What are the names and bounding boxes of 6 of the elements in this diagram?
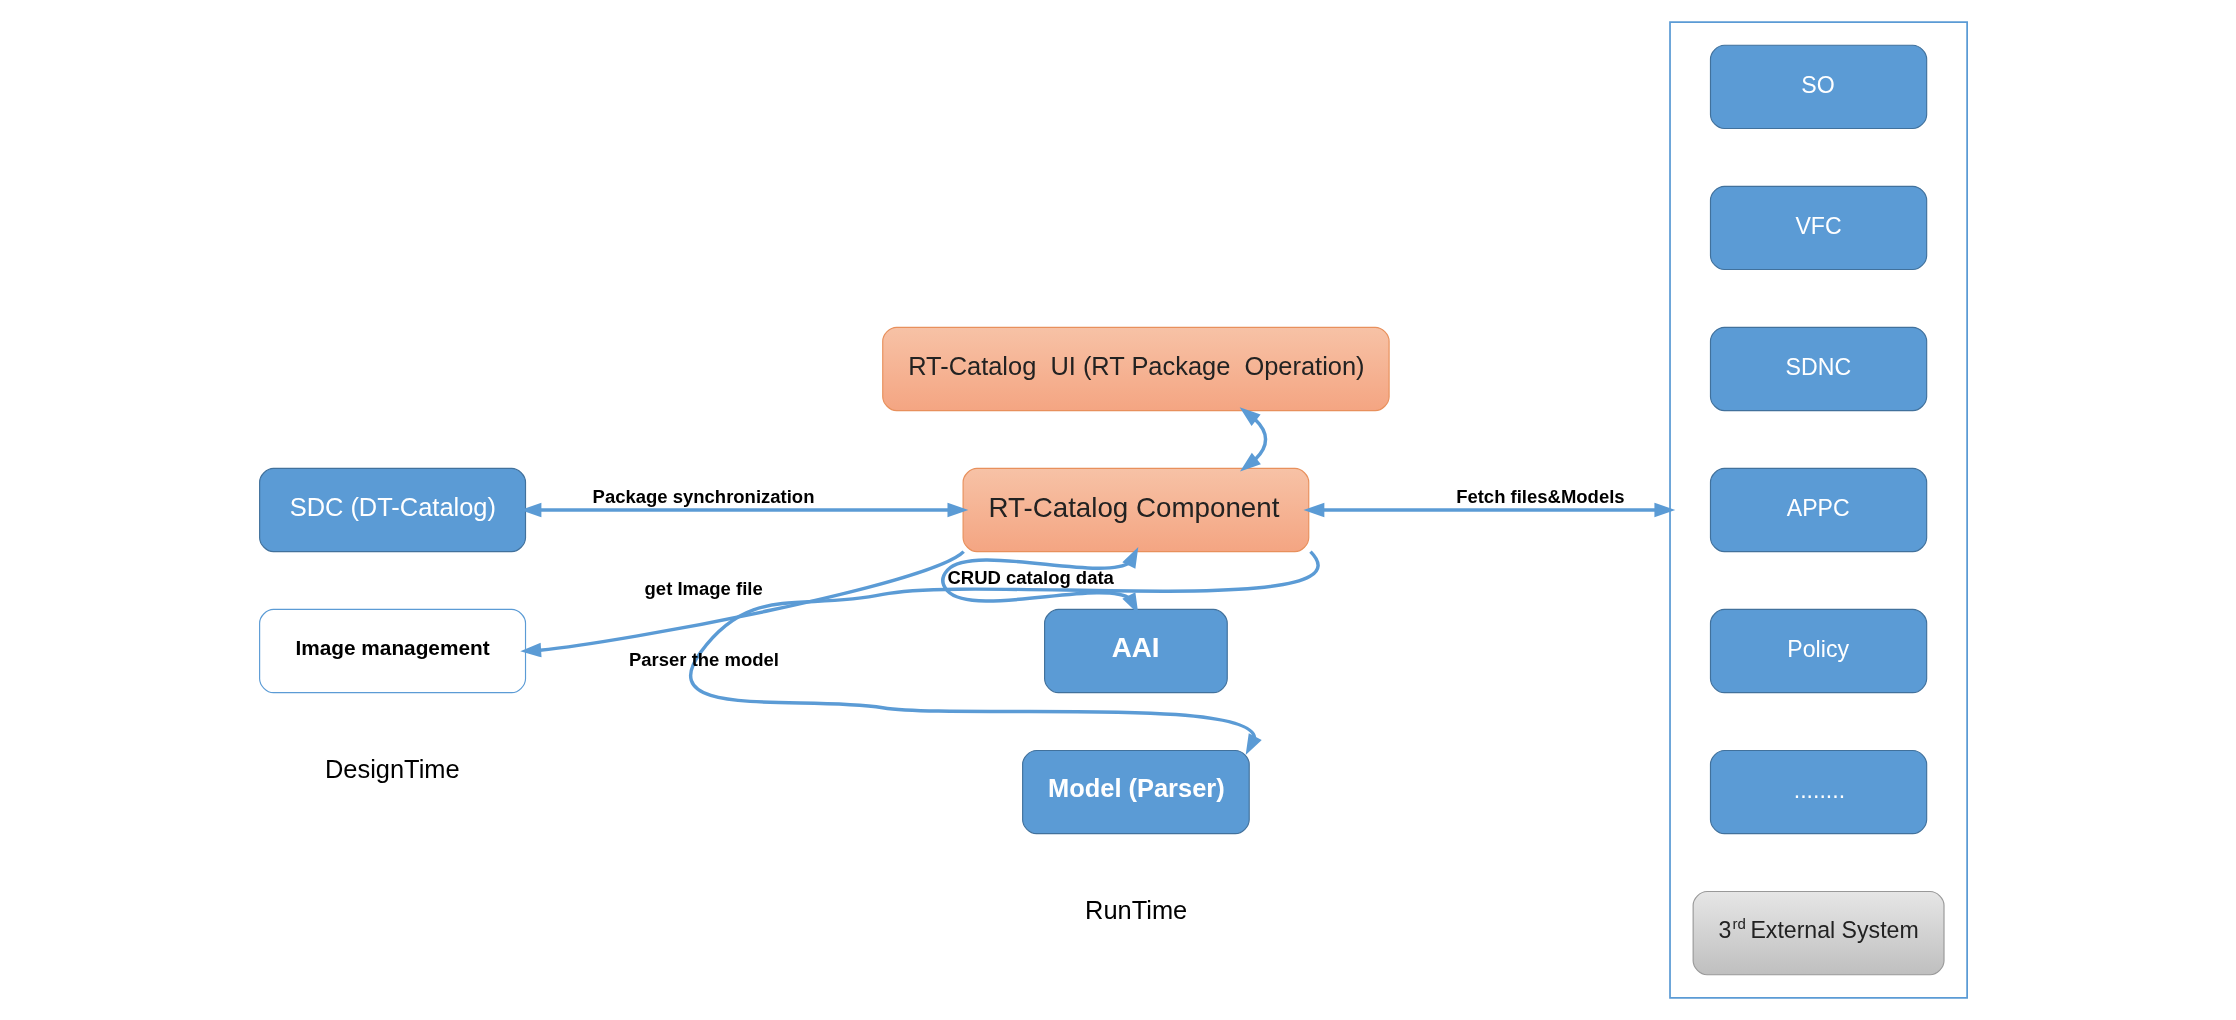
edge-label: get Image file (644, 578, 763, 600)
edge-label: CRUD catalog data (947, 566, 1114, 588)
label: DesignTime (324, 754, 460, 783)
label: RunTime (1085, 895, 1188, 924)
edge-label: Package synchronization (592, 485, 815, 507)
edge-label: Fetch files&Models (1456, 485, 1625, 507)
